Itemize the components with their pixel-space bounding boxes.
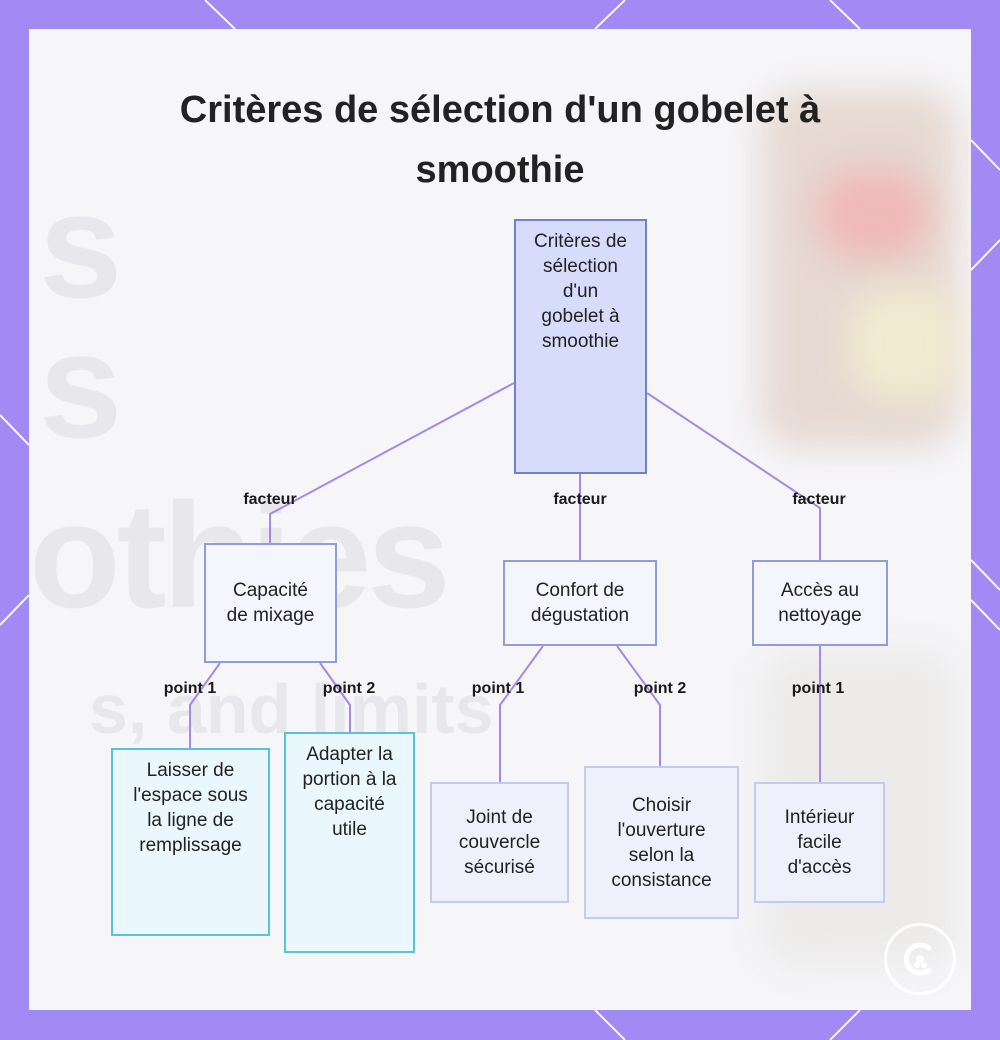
point-node-ouverture: Choisir l'ouverture selon la consistance xyxy=(584,766,739,919)
point-node-portion: Adapter la portion à la capacité utile xyxy=(284,732,415,953)
point-node-espace: Laisser de l'espace sous la ligne de rem… xyxy=(111,748,270,936)
edge-label-point-4: point 2 xyxy=(633,680,687,697)
background-decoration: s xyxy=(39,301,123,469)
watermark-logo xyxy=(884,923,956,995)
edge-root-factor-3 xyxy=(646,392,821,560)
point-node-label: Choisir l'ouverture selon la consistance xyxy=(611,794,712,891)
edge-root-factor-1 xyxy=(269,382,515,543)
point-node-interieur: Intérieur facile d'accès xyxy=(754,782,885,903)
point-node-label: Joint de couvercle sécurisé xyxy=(458,807,541,878)
edge-factor-1-point-2 xyxy=(319,662,351,732)
root-node-label: Critères de sélection d'un gobelet à smo… xyxy=(534,231,627,352)
background-decoration: s xyxy=(39,161,123,329)
factor-node-label: Confort de dégustation xyxy=(530,580,630,626)
edge-label-factor-1: facteur xyxy=(243,491,297,508)
point-node-label: Intérieur facile d'accès xyxy=(784,807,855,878)
factor-node-acces: Accès au nettoyage xyxy=(752,560,888,646)
point-node-label: Laisser de l'espace sous la ligne de rem… xyxy=(133,760,248,856)
background-decoration xyxy=(819,169,929,259)
edge-factor-1-point-1 xyxy=(189,662,221,748)
edge-factor-2-point-2 xyxy=(616,645,661,766)
background-decoration xyxy=(849,289,959,399)
factor-node-label: Accès au nettoyage xyxy=(778,580,862,626)
edge-label-point-3: point 1 xyxy=(471,680,525,697)
edge-label-point-2: point 2 xyxy=(322,680,376,697)
factor-node-capacite: Capacité de mixage xyxy=(204,543,337,663)
factor-node-confort: Confort de dégustation xyxy=(503,560,657,646)
edge-label-point-1: point 1 xyxy=(163,680,217,697)
edge-label-factor-2: facteur xyxy=(553,491,607,508)
watermark-logo-icon xyxy=(903,942,932,976)
point-node-label: Adapter la portion à la capacité utile xyxy=(302,744,397,840)
edge-factor-2-point-1 xyxy=(499,645,544,782)
root-node: Critères de sélection d'un gobelet à smo… xyxy=(514,219,647,474)
diagram-title: Critères de sélection d'un gobelet à smo… xyxy=(179,89,821,191)
point-node-joint: Joint de couvercle sécurisé xyxy=(430,782,569,903)
edge-label-point-5: point 1 xyxy=(791,680,845,697)
edge-label-factor-3: facteur xyxy=(792,491,846,508)
factor-node-label: Capacité de mixage xyxy=(226,580,315,626)
